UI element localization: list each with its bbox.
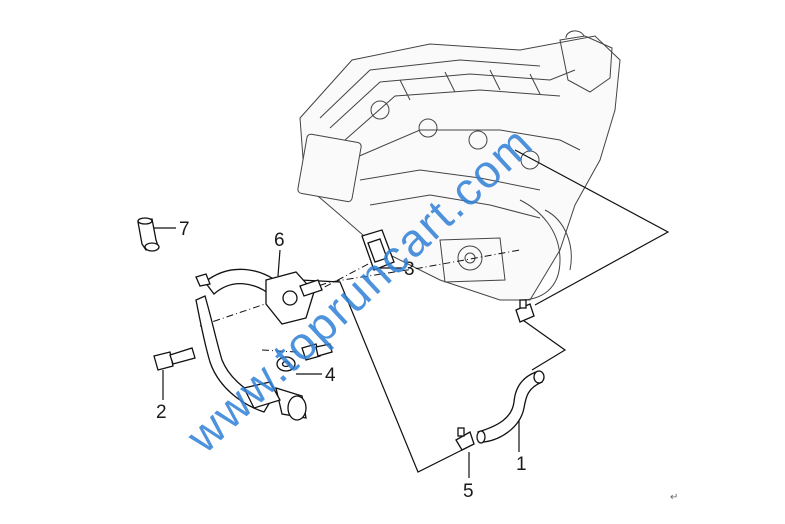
- part-2-bolt: [153, 347, 196, 371]
- callout-leaders: [154, 227, 520, 478]
- part-5-clamp-lower: [455, 427, 475, 451]
- part-7-plug: [137, 217, 160, 252]
- part-4-washer-bolt: [276, 343, 333, 372]
- part-6-water-pipe-assembly: [195, 268, 323, 421]
- callout-3: 3: [404, 259, 415, 280]
- part-3-gasket: [361, 229, 395, 271]
- part-1-hose: [476, 370, 545, 444]
- assembly-lines: [199, 149, 670, 473]
- callout-1: 1: [516, 454, 527, 475]
- callout-5: 5: [463, 481, 474, 502]
- callout-7: 7: [179, 219, 190, 240]
- callout-2: 2: [156, 402, 167, 423]
- return-mark: ↵: [670, 492, 678, 503]
- callout-6: 6: [274, 230, 285, 251]
- callout-4: 4: [325, 365, 336, 386]
- part-5-clamp-upper: [515, 299, 535, 323]
